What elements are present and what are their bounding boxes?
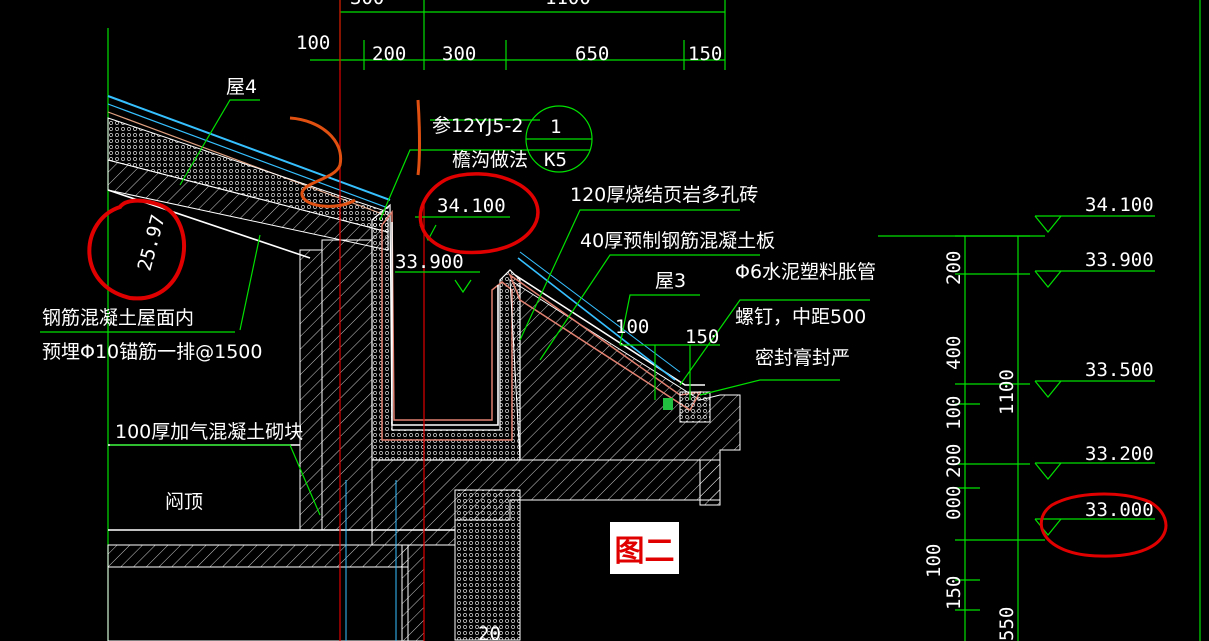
label-aerated-block: 100厚加气混凝土砌块 (115, 421, 303, 443)
dim-200: 200 (372, 43, 406, 65)
figure-tag: 图二 (610, 522, 679, 574)
label-ref-num: 1 (550, 116, 561, 138)
markup-circles (87, 99, 1168, 558)
right-dim-400: 400 (943, 336, 965, 370)
dim-150-mid: 150 (685, 326, 719, 348)
label-gutter-method: 檐沟做法 (452, 149, 528, 171)
right-dim-1100: 1100 (996, 369, 1018, 415)
right-elevation-scale (878, 0, 1201, 641)
elev-33900-main: 33.900 (395, 251, 464, 273)
annotations: 屋4 参12YJ5-2 1 檐沟做法 K5 120厚烧结页岩多孔砖 34.100… (42, 76, 876, 641)
right-dim-150: 150 (943, 576, 965, 610)
left-roof-structure (107, 0, 741, 641)
slope-value: 25.97 (134, 212, 170, 273)
label-sealant: 密封膏封严 (755, 346, 850, 369)
label-roof4: 屋4 (226, 76, 257, 98)
dim-300: 300 (442, 43, 476, 65)
label-attic: 闷顶 (165, 491, 203, 513)
right-dim-200b: 200 (943, 444, 965, 478)
right-dim-550: 550 (996, 607, 1018, 641)
right-dim-100b: 100 (923, 544, 945, 578)
dim-1100-top: 1100 (545, 0, 591, 9)
right-elev-4: 33.000 (1085, 499, 1154, 521)
label-rc-roof-2: 预埋Φ10锚筋一排@1500 (42, 341, 263, 363)
right-dim-100a: 100 (943, 396, 965, 430)
leader-lines (40, 99, 870, 516)
right-elev-3: 33.200 (1085, 443, 1154, 465)
right-elev-2: 33.500 (1085, 359, 1154, 381)
right-dim-200: 200 (943, 251, 965, 285)
dim-100-left: 100 (296, 32, 330, 54)
right-elevation-labels: 34.100 33.900 33.500 33.200 33.000 200 4… (923, 194, 1154, 641)
dim-150-top: 150 (688, 43, 722, 65)
label-rc-roof-1: 钢筋混凝土屋面内 (42, 307, 194, 329)
dim-100-mid: 100 (615, 316, 649, 338)
right-misc: 000 (943, 486, 965, 520)
label-ref-code: 参12YJ5-2 (432, 115, 523, 137)
label-ref-detail: K5 (544, 149, 567, 171)
label-bottom-20: 20 (478, 623, 501, 641)
dim-650: 650 (575, 43, 609, 65)
label-anchor: Φ6水泥塑料胀管 (735, 261, 876, 283)
label-precast-slab: 40厚预制钢筋混凝土板 (580, 230, 775, 252)
right-elev-0: 34.100 (1085, 194, 1154, 216)
label-roof3: 屋3 (655, 270, 686, 292)
dim-300-top: 300 (350, 0, 384, 9)
label-brick: 120厚烧结页岩多孔砖 (570, 184, 758, 206)
label-screw: 螺钉，中距500 (735, 306, 866, 328)
right-elev-1: 33.900 (1085, 249, 1154, 271)
elev-34100-main: 34.100 (437, 195, 506, 217)
top-dimensions: 300 1100 200 300 650 150 100 (296, 0, 726, 70)
